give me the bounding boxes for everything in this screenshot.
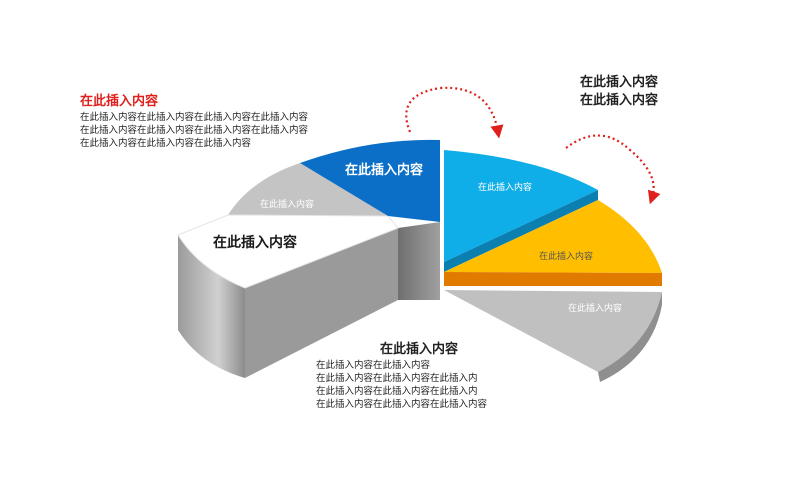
bottom-text-block: 在此插入内容 在此插入内容在此插入内容 在此插入内容在此插入内容在此插入内 在此… — [316, 338, 487, 411]
bottom-block-line: 在此插入内容在此插入内容在此插入内容 — [316, 399, 488, 410]
left-block-line: 在此插入内容在此插入内容在此插入内容在此插入内容 — [80, 112, 309, 123]
right-text-block: 在此插入内容 在此插入内容 — [580, 74, 658, 110]
slice-yellow — [444, 200, 662, 273]
bottom-block-title: 在此插入内容 — [380, 342, 459, 357]
bottom-block-line: 在此插入内容在此插入内容在此插入内 — [316, 386, 478, 397]
right-block-line: 在此插入内容 — [580, 93, 659, 108]
left-slice-side — [178, 235, 245, 378]
right-block-line: 在此插入内容 — [580, 75, 659, 90]
slice-light-blue — [444, 150, 598, 262]
left-text-block: 在此插入内容 在此插入内容在此插入内容在此插入内容在此插入内容 在此插入内容在此… — [80, 90, 308, 150]
left-block-title: 在此插入内容 — [80, 94, 159, 109]
slice-yellow-edge — [444, 272, 662, 286]
center-inner-wall — [398, 222, 440, 300]
left-slice-front-side — [245, 228, 398, 378]
left-block-line: 在此插入内容在此插入内容在此插入内容在此插入内容 — [80, 125, 309, 136]
arrow-top — [405, 86, 504, 139]
label-light-gray-left: 在此插入内容 — [260, 198, 314, 210]
left-block-line: 在此插入内容在此插入内容在此插入内容 — [80, 138, 252, 149]
slice-light-gray-left — [228, 163, 388, 216]
label-dark-blue: 在此插入内容 — [345, 162, 423, 178]
arrow-right — [565, 134, 661, 205]
slice-dark-blue — [300, 139, 440, 222]
label-yellow: 在此插入内容 — [539, 250, 593, 262]
label-light-blue: 在此插入内容 — [478, 181, 532, 193]
bottom-block-line: 在此插入内容在此插入内容在此插入内 — [316, 373, 478, 384]
slice-gray-right-side — [598, 292, 662, 382]
bottom-block-line: 在此插入内容在此插入内容 — [316, 360, 431, 371]
label-white: 在此插入内容 — [213, 234, 297, 251]
slice-light-blue-edge — [444, 190, 598, 272]
slice-white — [177, 214, 399, 289]
label-gray-right: 在此插入内容 — [568, 302, 622, 314]
slice-gray-right — [444, 290, 662, 372]
